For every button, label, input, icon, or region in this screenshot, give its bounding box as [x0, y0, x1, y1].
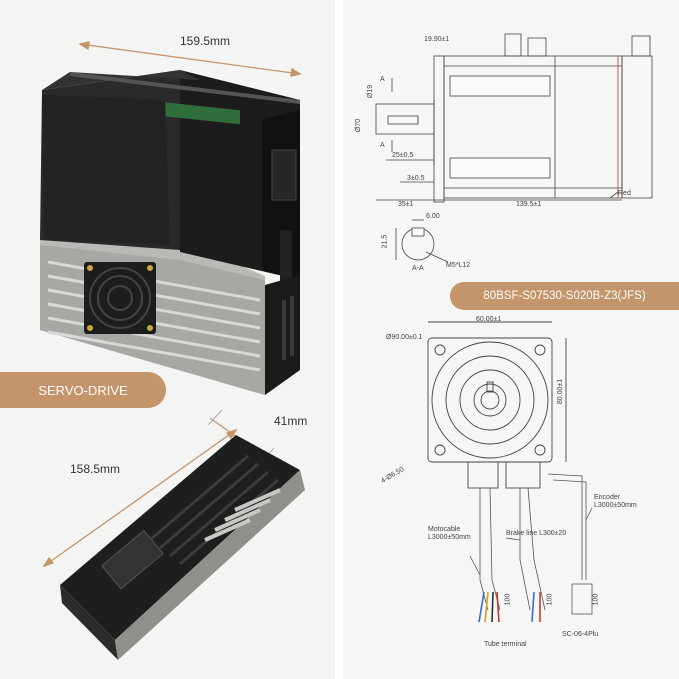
pilot-diameter: Ø70 — [355, 118, 363, 133]
section-mark-a-lower: A — [380, 142, 385, 149]
key-width: 6.00 — [426, 213, 440, 220]
flange-width: 60.00±1 — [476, 316, 502, 323]
section-title: A-A — [412, 265, 424, 272]
shaft-length: 35±1 — [398, 201, 414, 208]
lead-wires — [478, 591, 541, 623]
tube-terminal-label: Tube terminal — [484, 641, 527, 648]
shaft-section-view — [395, 219, 449, 263]
depth-label: 41mm — [274, 414, 308, 428]
flange-thickness: 3±0.5 — [407, 175, 425, 182]
motor-drawing-panel — [343, 0, 679, 679]
bolt-circle: Ø90.00±0.1 — [386, 334, 423, 341]
motor-cable-label: Motocable — [428, 526, 461, 533]
encoder-length: L3000±50mm — [594, 502, 637, 509]
width-dimension-line — [78, 41, 302, 77]
thread-spec: M5*L12 — [446, 262, 471, 269]
top-width-label: 159.5mm — [180, 34, 231, 48]
dim-19: 19.90±1 — [424, 36, 450, 43]
motor-front-view — [427, 321, 567, 489]
lead-length-3: 100 — [592, 593, 600, 606]
red-note: Red — [618, 190, 631, 197]
motor-side-view — [375, 33, 653, 203]
servo-drive-badge: SERVO-DRIVE — [0, 372, 166, 408]
brake-line-label: Brake line L300±20 — [506, 530, 567, 537]
motor-cables — [469, 473, 593, 615]
motor-cable-length: L3000±50mm — [428, 534, 471, 541]
lead-length-2: 100 — [546, 593, 554, 606]
section-mark-a: A — [380, 76, 385, 83]
motor-model-badge: 80BSF-S07530-S020B-Z3(JFS) — [450, 282, 679, 310]
servo-drive-top-unit — [40, 70, 300, 395]
panel-divider — [335, 0, 343, 679]
side-width-label: 158.5mm — [70, 462, 121, 476]
lead-length-1: 100 — [504, 593, 512, 606]
shaft-diameter: Ø19 — [367, 84, 375, 99]
servo-drive-side-unit — [60, 435, 305, 660]
encoder-label: Encoder — [594, 494, 621, 501]
key-length: 25±0.5 — [392, 152, 414, 159]
connector-label: SC-06-4Plu — [562, 631, 599, 638]
body-length: 139.5±1 — [516, 201, 542, 208]
motor-height: 80.00±1 — [557, 378, 565, 405]
key-depth: 21.5 — [381, 234, 389, 249]
cooling-fan — [84, 262, 156, 334]
